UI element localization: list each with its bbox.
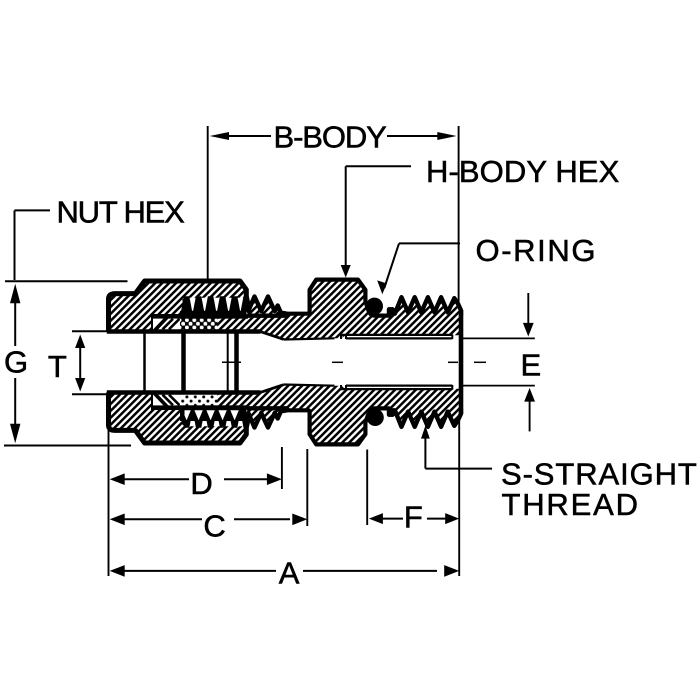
svg-text:D: D xyxy=(190,466,212,501)
svg-text:S-STRAIGHT: S-STRAIGHT xyxy=(501,456,698,491)
svg-text:E: E xyxy=(520,348,541,383)
svg-text:A: A xyxy=(279,556,300,591)
svg-text:F: F xyxy=(404,500,423,535)
svg-text:C: C xyxy=(203,509,225,544)
svg-text:T: T xyxy=(48,349,67,384)
svg-text:G: G xyxy=(4,344,28,379)
svg-text:H-BODY HEX: H-BODY HEX xyxy=(426,154,620,189)
svg-text:NUT HEX: NUT HEX xyxy=(57,195,186,230)
svg-text:THREAD: THREAD xyxy=(502,487,640,522)
svg-text:B-BODY: B-BODY xyxy=(274,119,387,154)
svg-text:O-RING: O-RING xyxy=(476,233,598,268)
